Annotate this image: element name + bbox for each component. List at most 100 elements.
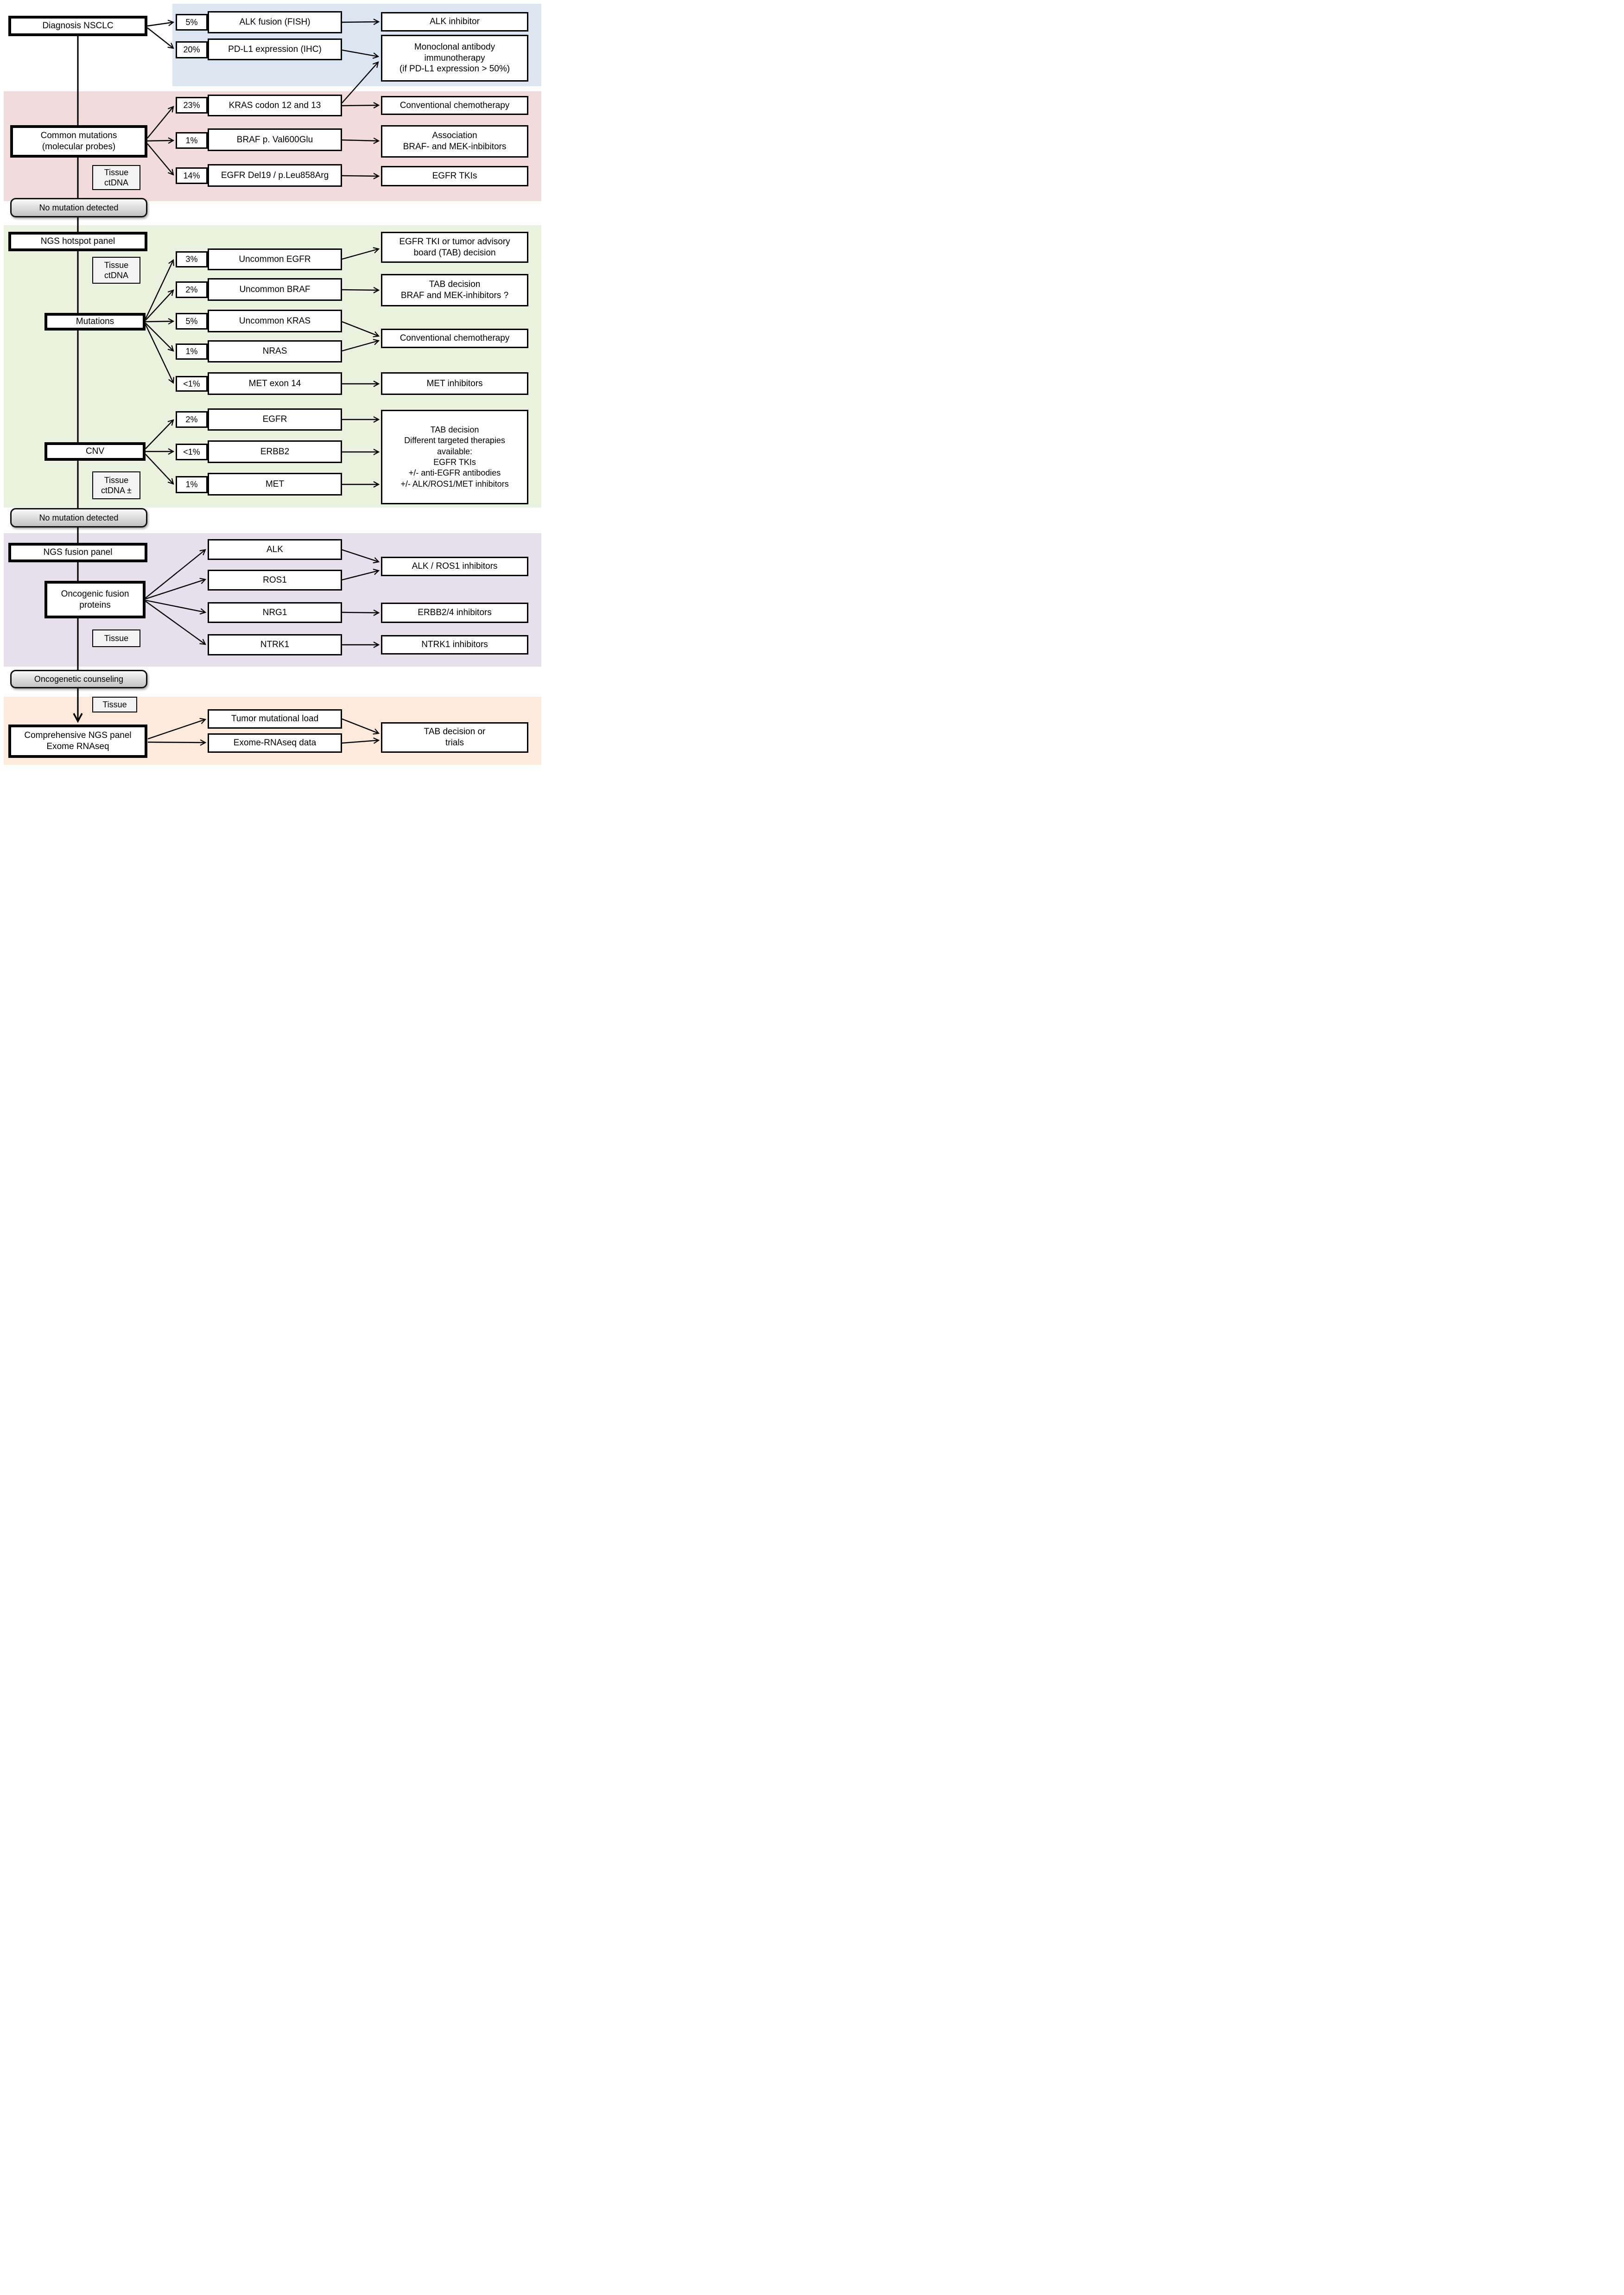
box-test-cnv-egfr: EGFR <box>208 408 342 431</box>
note-tissue-ctdna-cnv: Tissue ctDNA ± <box>92 471 140 499</box>
box-test-uncommon-kras: Uncommon KRAS <box>208 310 342 332</box>
box-label: MET <box>265 479 285 489</box>
note-tissue-ctdna-hotspot: Tissue ctDNA <box>92 257 140 284</box>
arrow <box>145 454 174 485</box>
note-line: ctDNA <box>104 178 128 187</box>
pct-value: 14% <box>183 171 200 180</box>
box-label: ERBB2 <box>260 446 290 457</box>
arrow <box>145 601 206 645</box>
box-label: ALK fusion (FISH) <box>239 17 311 27</box>
box-outcome-braf-mek-association: Association BRAF- and MEK-inbibitors <box>381 125 528 158</box>
pct-pdl1: 20% <box>176 41 208 58</box>
box-test-cnv-erbb2: ERBB2 <box>208 440 342 463</box>
box-label-line: BRAF and MEK-inhibitors ? <box>400 291 509 300</box>
box-outcome-egfr-tkis: EGFR TKIs <box>381 166 528 186</box>
box-ngs-fusion-panel: NGS fusion panel <box>8 543 147 562</box>
pct-value: 5% <box>185 316 198 326</box>
arrow <box>342 137 380 144</box>
arrow <box>145 324 174 384</box>
arrow <box>342 102 380 109</box>
box-label: Diagnosis NSCLC <box>42 21 114 31</box>
box-label-line: Oncogenic fusion <box>61 589 129 599</box>
box-label: Tumor mutational load <box>231 714 319 724</box>
note-line: Tissue <box>104 633 129 643</box>
box-label: ALK <box>266 544 283 554</box>
arrow <box>145 549 206 598</box>
box-label-line: TAB decision or <box>424 727 486 737</box>
arrow <box>145 599 207 615</box>
note-line: ctDNA <box>104 271 128 280</box>
note-line: Tissue <box>104 167 129 177</box>
pct-cnv-met: 1% <box>176 476 208 493</box>
box-label: Conventional chemotherapy <box>400 100 510 110</box>
arrow <box>145 259 174 319</box>
pct-value: 1% <box>185 480 198 490</box>
box-label: Mutations <box>76 317 114 327</box>
box-tumor-mutational-load: Tumor mutational load <box>208 709 342 729</box>
box-label: No mutation detected <box>39 513 119 522</box>
box-label: NGS fusion panel <box>43 547 113 558</box>
pct-value: 3% <box>185 254 198 264</box>
box-test-cnv-met: MET <box>208 473 342 496</box>
box-label: No mutation detected <box>39 203 119 212</box>
box-no-mutation-detected-1: No mutation detected <box>10 198 147 217</box>
box-label: EGFR Del19 / p.Leu858Arg <box>221 170 329 180</box>
flowchart-nsclc-molecular-testing: Diagnosis NSCLC Common mutations (molecu… <box>0 0 541 765</box>
box-common-mutations: Common mutations (molecular probes) <box>10 125 147 158</box>
arrow <box>342 339 380 352</box>
pct-value: <1% <box>183 379 200 388</box>
box-label: Conventional chemotherapy <box>400 333 510 343</box>
arrow <box>342 549 380 564</box>
pct-value: 23% <box>183 100 200 110</box>
arrow <box>147 19 175 27</box>
box-label: ROS1 <box>263 575 287 585</box>
box-label-line: EGFR TKI or tumor advisory <box>399 236 510 247</box>
box-oncogenic-fusion-proteins: Oncogenic fusion proteins <box>44 581 146 618</box>
box-label: ERBB2/4 inhibitors <box>418 608 492 618</box>
box-cnv: CNV <box>44 442 146 461</box>
box-test-nras: NRAS <box>208 340 342 362</box>
arrow <box>147 137 175 144</box>
box-fusion-ros1: ROS1 <box>208 570 342 591</box>
box-label: EGFR TKIs <box>432 171 477 181</box>
box-label-line: Monoclonal antibody <box>414 42 495 52</box>
box-label-line: immunotherapy <box>424 53 485 63</box>
box-label: BRAF p. Val600Glu <box>236 134 313 145</box>
box-label-line: board (TAB) decision <box>413 248 496 258</box>
box-outcome-alk-inhibitor: ALK inhibitor <box>381 12 528 32</box>
arrow <box>342 718 380 735</box>
box-label: Oncogenetic counseling <box>34 674 124 684</box>
note-line: Tissue <box>102 699 127 709</box>
box-ngs-hotspot-panel: NGS hotspot panel <box>8 232 147 251</box>
box-label: ALK / ROS1 inhibitors <box>412 561 498 572</box>
box-test-pdl1: PD-L1 expression (IHC) <box>208 38 342 60</box>
box-label: PD-L1 expression (IHC) <box>228 44 322 54</box>
pct-uncommon-egfr: 3% <box>176 251 208 267</box>
arrow <box>145 578 207 600</box>
box-label-line: TAB decision <box>429 280 481 290</box>
box-exome-rnaseq-data: Exome-RNAseq data <box>208 733 342 753</box>
box-label: Uncommon KRAS <box>239 316 311 326</box>
arrow <box>145 318 175 325</box>
box-label: Exome-RNAseq data <box>233 738 317 748</box>
box-label-line: Common mutations <box>40 131 117 141</box>
box-outcome-tab-braf-mek: TAB decision BRAF and MEK-inhibitors ? <box>381 274 528 306</box>
box-outcome-monoclonal-immunotherapy: Monoclonal antibody immunotherapy (if PD… <box>381 35 528 82</box>
box-test-egfr-del19: EGFR Del19 / p.Leu858Arg <box>208 164 342 187</box>
box-label-line: available: <box>437 446 473 456</box>
arrow <box>342 61 379 103</box>
pct-value: 2% <box>185 414 198 424</box>
box-label-line: BRAF- and MEK-inbibitors <box>403 142 507 152</box>
box-test-alk-fusion: ALK fusion (FISH) <box>208 11 342 33</box>
flow-arrows <box>73 19 380 746</box>
box-label-line: Association <box>432 131 477 141</box>
box-outcome-tab-targeted-therapies: TAB decision Different targeted therapie… <box>381 410 528 504</box>
arrow <box>147 143 174 176</box>
box-label: MET exon 14 <box>248 378 301 388</box>
note-tissue-ctdna-common: Tissue ctDNA <box>92 165 140 190</box>
note-line: ctDNA ± <box>101 486 132 495</box>
pct-alk-fusion: 5% <box>176 14 208 31</box>
box-test-braf-val600glu: BRAF p. Val600Glu <box>208 128 342 151</box>
box-test-kras-codon: KRAS codon 12 and 13 <box>208 95 342 116</box>
box-outcome-conventional-chemo-2: Conventional chemotherapy <box>381 329 528 348</box>
